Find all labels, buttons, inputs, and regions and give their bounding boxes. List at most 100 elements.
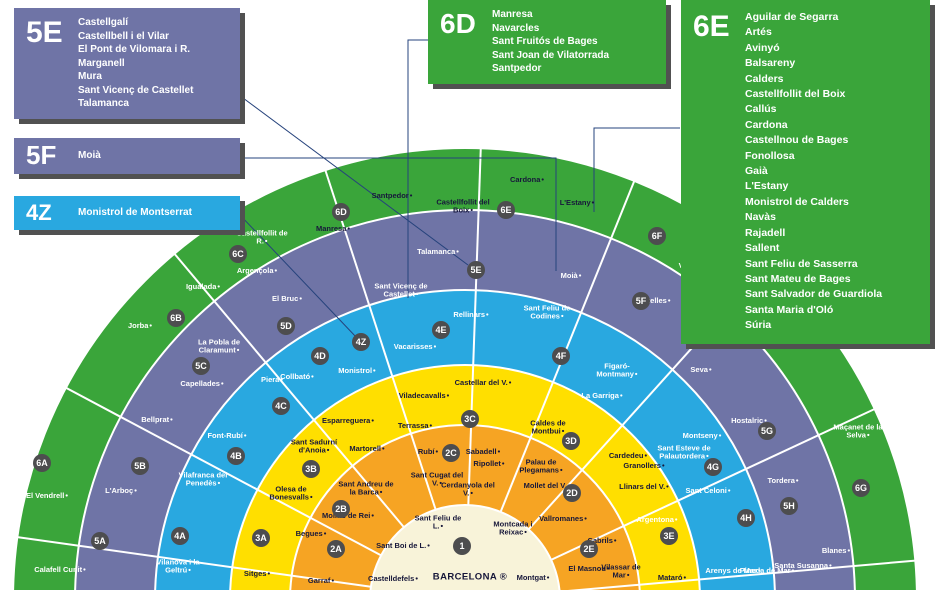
town-dot: • bbox=[619, 390, 623, 400]
town-dot: • bbox=[829, 560, 832, 570]
town-label: Cardedeu• bbox=[608, 450, 648, 460]
town-label: Castellfollit de R.• bbox=[236, 228, 288, 246]
town-label: Olesa de Bonesvalls• bbox=[269, 484, 313, 502]
callout-town-list: Monistrol de Montserrat bbox=[78, 196, 200, 230]
callout-town: Avinyó bbox=[745, 41, 780, 54]
town-dot: • bbox=[661, 460, 665, 470]
zone-badge-2C: 2C bbox=[442, 444, 460, 462]
zone-badge-6B: 6B bbox=[167, 309, 185, 327]
town-dot: • bbox=[578, 270, 582, 280]
town-dot: • bbox=[446, 390, 450, 400]
callout-town: Balsareny bbox=[745, 57, 796, 70]
zone-badge-4G: 4G bbox=[704, 458, 722, 476]
zone-badge-4Z: 4Z bbox=[352, 333, 370, 351]
callout-town: Monistrol de Montserrat bbox=[78, 207, 192, 218]
town-label: Moià• bbox=[560, 270, 582, 280]
town-label: Sant Esteve de Palautordera• bbox=[657, 443, 711, 461]
town-label: Igualada• bbox=[185, 281, 221, 291]
town-label: Mataró• bbox=[657, 572, 687, 582]
town-dot: • bbox=[429, 420, 433, 430]
callout-town: Gaià bbox=[745, 165, 768, 178]
zone-badge-4F: 4F bbox=[552, 347, 570, 365]
town-dot: • bbox=[456, 246, 459, 256]
zone-badge-4E: 4E bbox=[432, 321, 450, 339]
town-dot: • bbox=[264, 237, 268, 246]
town-label: Caldes de Montbui• bbox=[530, 418, 566, 436]
town-label: Pineda de Mar• bbox=[739, 565, 795, 575]
zone-badge-5G: 5G bbox=[758, 422, 776, 440]
town-dot: • bbox=[435, 446, 439, 456]
town-label: Bellprat• bbox=[141, 414, 173, 424]
town-label: Cardona• bbox=[509, 174, 545, 184]
town-label: Talamanca• bbox=[417, 246, 459, 256]
zone-badge-5F: 5F bbox=[632, 292, 650, 310]
town-label: Sant Andreu de la Barca• bbox=[338, 479, 394, 497]
town-dot: • bbox=[847, 545, 851, 555]
callout-town: Cardona bbox=[745, 118, 788, 131]
callout-town: Navarcles bbox=[492, 22, 540, 34]
town-dot: • bbox=[470, 489, 474, 498]
town-dot: • bbox=[606, 563, 610, 573]
town-label: Vilassar de Mar• bbox=[601, 562, 641, 580]
town-label: Montgat• bbox=[516, 572, 550, 582]
callout-town: Navàs bbox=[745, 211, 776, 224]
town-label: Piera• bbox=[261, 374, 283, 384]
town-label: Viladecavalls• bbox=[398, 390, 450, 400]
town-dot: • bbox=[706, 452, 709, 461]
town-label: Collbató• bbox=[280, 371, 314, 381]
town-dot: • bbox=[508, 377, 512, 387]
town-label: Sant Cugat del V.• bbox=[410, 470, 464, 488]
town-label: Sitges• bbox=[243, 568, 271, 578]
town-dot: • bbox=[560, 312, 564, 321]
town-dot: • bbox=[280, 374, 283, 384]
zone-badge-1: 1 bbox=[453, 537, 471, 555]
town-label: El Vendrell• bbox=[26, 490, 68, 500]
zone-badge-5E: 5E bbox=[467, 261, 485, 279]
callout-zone-code: 6E bbox=[693, 10, 730, 43]
zone-badge-4C: 4C bbox=[272, 397, 290, 415]
town-dot: • bbox=[274, 265, 278, 275]
zone-badge-4B: 4B bbox=[227, 447, 245, 465]
callout-zone-4z: 4Z Monistrol de Montserrat bbox=[14, 196, 240, 230]
town-dot: • bbox=[170, 414, 173, 424]
town-label: Centelles• bbox=[633, 295, 671, 305]
town-dot: • bbox=[674, 514, 678, 524]
callout-connector-line bbox=[238, 94, 469, 266]
callout-zone-code: 6D bbox=[440, 8, 476, 39]
town-label: Hostalric• bbox=[731, 415, 767, 425]
town-label: Tordera• bbox=[767, 475, 799, 485]
town-dot: • bbox=[439, 479, 443, 488]
callout-town: Manresa bbox=[492, 9, 533, 20]
town-label: Sabadell• bbox=[465, 446, 501, 456]
town-label: Vilanova i la Geltrú• bbox=[156, 557, 200, 575]
town-dot: • bbox=[217, 281, 221, 291]
town-dot: • bbox=[309, 493, 313, 502]
town-dot: • bbox=[311, 371, 314, 381]
town-dot: • bbox=[299, 293, 302, 303]
town-dot: • bbox=[584, 513, 587, 523]
town-label: Castelldefels• bbox=[368, 573, 418, 583]
town-label: Rubí• bbox=[417, 446, 439, 456]
town-label: Cerdanyola del V.• bbox=[441, 480, 495, 498]
town-dot: • bbox=[718, 430, 722, 440]
callout-town: Talamanca bbox=[78, 98, 129, 109]
town-dot: • bbox=[541, 174, 545, 184]
town-dot: • bbox=[373, 365, 376, 375]
town-label: Rellinars• bbox=[453, 309, 489, 319]
sector-divider-line bbox=[324, 169, 437, 510]
town-label: Capellades• bbox=[180, 378, 224, 388]
callout-connector-line bbox=[593, 127, 680, 212]
town-dot: • bbox=[524, 528, 527, 537]
callout-town: Castellnou de Bages bbox=[745, 134, 849, 147]
town-label: Castellar del V.• bbox=[454, 377, 512, 387]
town-label: La Pobla de Claramunt• bbox=[197, 337, 241, 355]
town-dot: • bbox=[486, 309, 489, 319]
sector-divider-line bbox=[17, 536, 372, 588]
callout-town: El Pont de Vilomara i R. bbox=[78, 44, 191, 55]
callout-town: Mura bbox=[78, 71, 102, 82]
town-label: Vallromanes• bbox=[539, 513, 587, 523]
callout-town: Sant Salvador de Guardiola bbox=[745, 288, 883, 301]
